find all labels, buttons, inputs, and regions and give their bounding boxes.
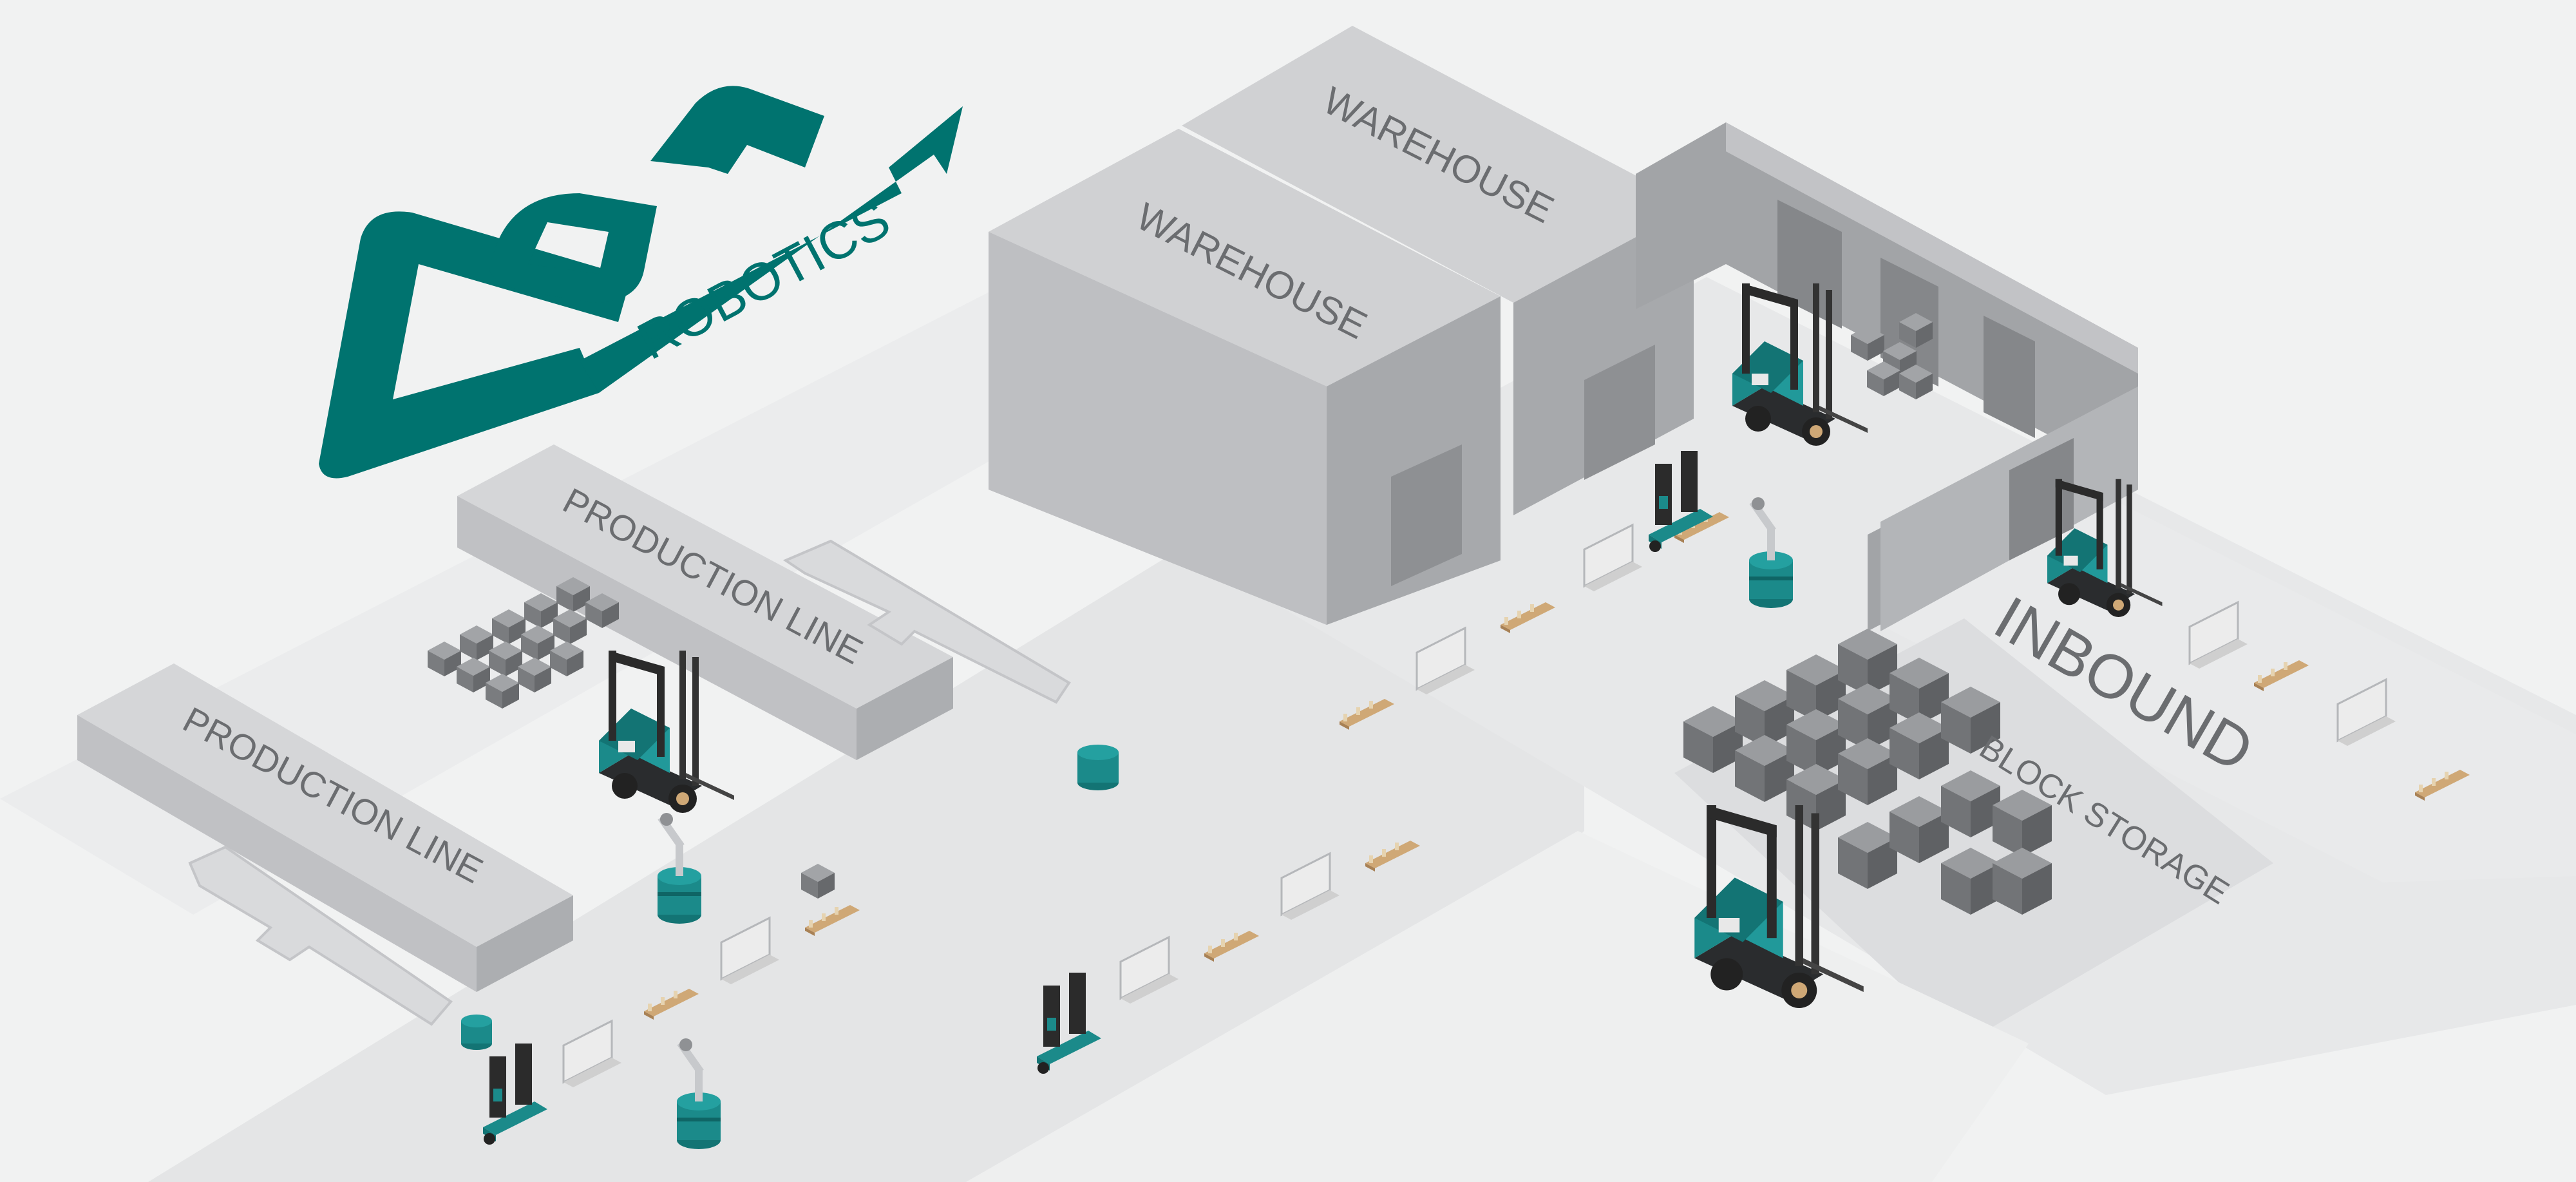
logo-mark-4 [319,211,631,479]
dock-door-3 [1984,316,2035,438]
aisle-main [148,502,1584,1182]
production-line-b-conveyor [188,845,453,1026]
logo-mark-m [650,86,824,174]
mobile-robot-icon [461,1015,492,1050]
mobile-robot-icon [1077,745,1119,790]
warehouse-a-building: WAREHOUSE [989,129,1501,625]
loading-dock-building [1636,122,2138,631]
logo-arrow [580,106,963,393]
logo-wordmark: ROBOTICS [629,189,900,370]
inbound-zone [1868,490,2576,882]
logo-mark-a [489,193,657,303]
warehouse-a-door [1391,444,1462,586]
warehouse-b-door [1584,345,1655,480]
production-line-a-conveyor [782,539,1071,704]
